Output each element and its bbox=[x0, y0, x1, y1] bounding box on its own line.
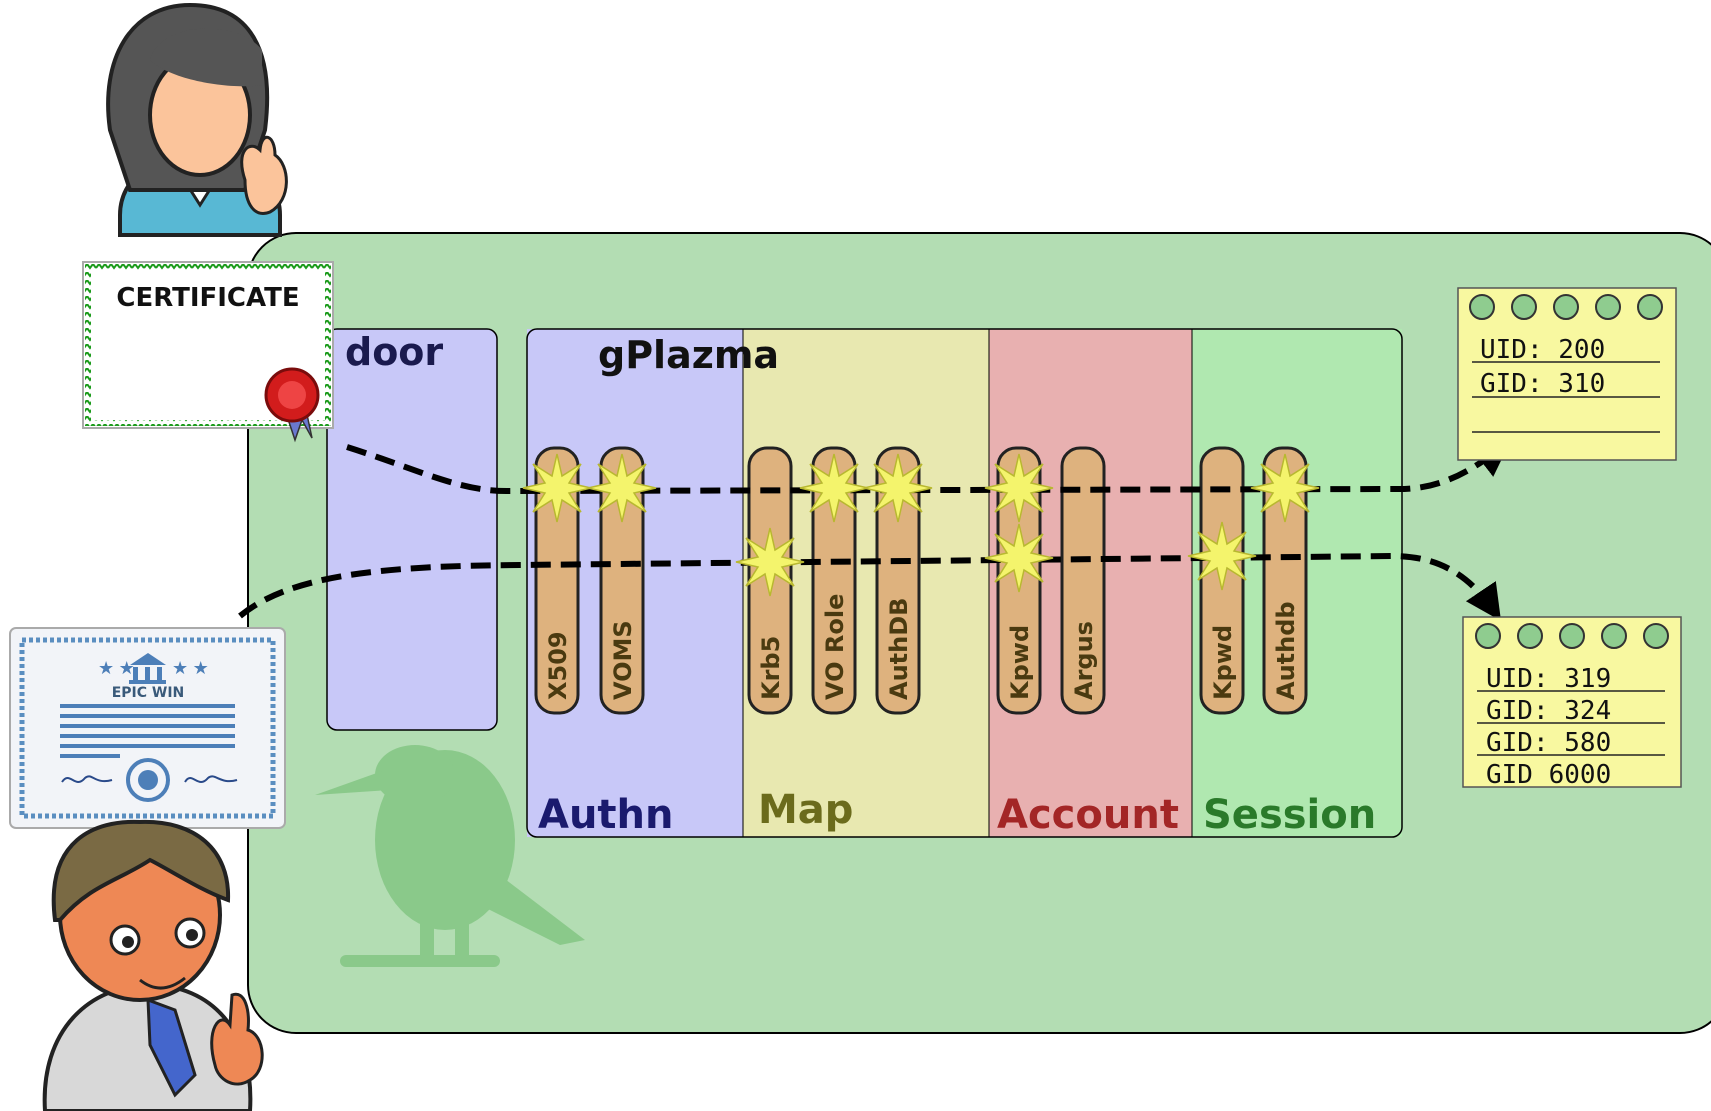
star-icon bbox=[587, 453, 657, 523]
note-top-line-1: UID: 200 bbox=[1480, 335, 1605, 365]
star-icon bbox=[863, 453, 933, 523]
ring-icon bbox=[1559, 623, 1585, 649]
plugin-stars bbox=[522, 453, 1320, 597]
certificate-bottom: ★ ★ ★ ★ EPIC WIN bbox=[9, 627, 286, 829]
user-woman-icon bbox=[106, 2, 288, 237]
star-icon bbox=[984, 453, 1054, 523]
note-bottom-line-4: GID 6000 bbox=[1486, 760, 1611, 790]
ring-icon bbox=[1475, 623, 1501, 649]
plugin-label: X509 bbox=[544, 631, 572, 700]
flow-line-top bbox=[346, 440, 1511, 495]
star-icon bbox=[1250, 453, 1320, 523]
plugin-argus: Argus bbox=[1060, 446, 1106, 715]
phase-label-session: Session bbox=[1203, 792, 1376, 838]
plugin-label: Kpwd bbox=[1209, 625, 1237, 700]
certificate-bottom-title: EPIC WIN bbox=[112, 685, 185, 701]
note-top-line-2: GID: 310 bbox=[1480, 369, 1605, 399]
plugin-voms: VOMS bbox=[599, 446, 645, 715]
user-man-icon bbox=[42, 819, 264, 1111]
ring-icon bbox=[1517, 623, 1543, 649]
plugin-label: Kpwd bbox=[1006, 625, 1034, 700]
bird-logo-icon bbox=[315, 745, 585, 967]
plugin-label: Krb5 bbox=[757, 636, 785, 700]
gplazma-label: gPlazma bbox=[598, 333, 779, 377]
star-icon bbox=[1187, 521, 1257, 591]
phase-label-authn: Authn bbox=[538, 792, 674, 838]
ring-icon bbox=[1643, 623, 1669, 649]
plugin-authdb: Authdb bbox=[1262, 446, 1308, 715]
ring-icon bbox=[1553, 294, 1579, 320]
certificate-top-title: CERTIFICATE bbox=[116, 283, 299, 313]
flow-line-bottom bbox=[238, 552, 1502, 621]
plugin-label: VO Role bbox=[821, 594, 849, 700]
note-bottom-line-1: UID: 319 bbox=[1486, 664, 1611, 694]
ring-icon bbox=[1637, 294, 1663, 320]
star-icon bbox=[735, 527, 805, 597]
svg-text:★ ★: ★ ★ bbox=[172, 658, 209, 678]
svg-text:★ ★: ★ ★ bbox=[98, 658, 135, 678]
note-bottom: UID: 319 GID: 324 GID: 580 GID 6000 bbox=[1462, 616, 1682, 790]
plugin-label: AuthDB bbox=[885, 598, 913, 700]
star-icon bbox=[799, 453, 869, 523]
plugin-x509: X509 bbox=[534, 446, 580, 715]
door-panel bbox=[326, 328, 498, 731]
note-bottom-line-2: GID: 324 bbox=[1486, 696, 1611, 726]
ring-icon bbox=[1469, 294, 1495, 320]
plugin-label: Authdb bbox=[1272, 601, 1300, 700]
plugin-label: VOMS bbox=[609, 620, 637, 700]
ring-icon bbox=[1595, 294, 1621, 320]
phase-label-account: Account bbox=[997, 792, 1179, 838]
ring-icon bbox=[1511, 294, 1537, 320]
phase-label-map: Map bbox=[758, 787, 853, 833]
star-icon bbox=[522, 453, 592, 523]
seal-icon bbox=[264, 367, 320, 443]
note-bottom-line-3: GID: 580 bbox=[1486, 728, 1611, 758]
plugin-label: Argus bbox=[1070, 621, 1098, 700]
plugin-vo-role: VO Role bbox=[811, 446, 857, 715]
note-top: UID: 200 GID: 310 bbox=[1457, 287, 1677, 461]
certificate-top: CERTIFICATE bbox=[82, 261, 334, 443]
bank-icon: ★ ★ ★ ★ bbox=[98, 653, 209, 684]
star-icon bbox=[984, 523, 1054, 593]
plugin-authdb: AuthDB bbox=[875, 446, 921, 715]
door-label: door bbox=[345, 330, 443, 374]
plugin-pills: X509 VOMS Krb5 VO Role AuthDB Kpwd Argus Kpwd Au… bbox=[534, 446, 1308, 715]
ring-icon bbox=[1601, 623, 1627, 649]
